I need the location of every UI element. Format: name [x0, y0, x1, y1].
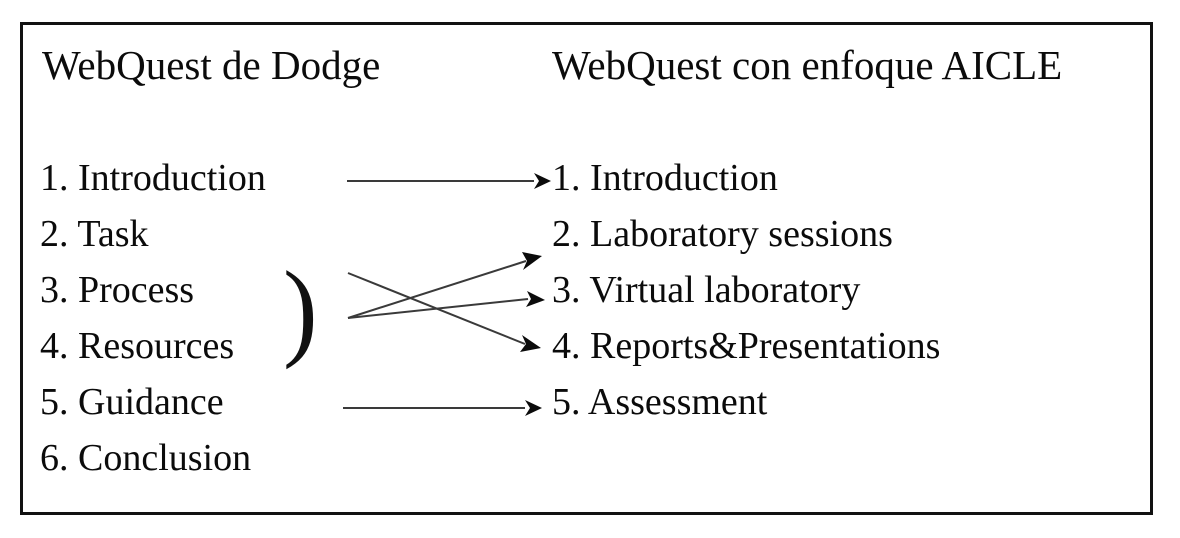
list-item: 5. Guidance	[40, 381, 224, 423]
list-item: 1. Introduction	[40, 157, 266, 199]
list-item: 4. Reports&Presentations	[552, 325, 941, 367]
grouping-brace: )	[283, 249, 318, 371]
list-item: 6. Conclusion	[40, 437, 252, 479]
list-item: 3. Process	[40, 269, 195, 311]
right-column-list: 1. Introduction 2. Laboratory sessions 3…	[552, 156, 940, 436]
list-item: 2. Laboratory sessions	[552, 213, 893, 255]
list-item: 4. Resources	[40, 325, 235, 367]
list-item: 3. Virtual laboratory	[552, 269, 861, 311]
diagram-border	[20, 22, 1153, 515]
left-column-list: 1. Introduction 2. Task 3. Process 4. Re…	[40, 156, 266, 492]
left-column-header: WebQuest de Dodge	[42, 42, 381, 88]
list-item: 5. Assessment	[552, 381, 768, 423]
list-item: 2. Task	[40, 213, 149, 255]
right-column-header: WebQuest con enfoque AICLE	[552, 42, 1063, 88]
list-item: 1. Introduction	[552, 157, 778, 199]
